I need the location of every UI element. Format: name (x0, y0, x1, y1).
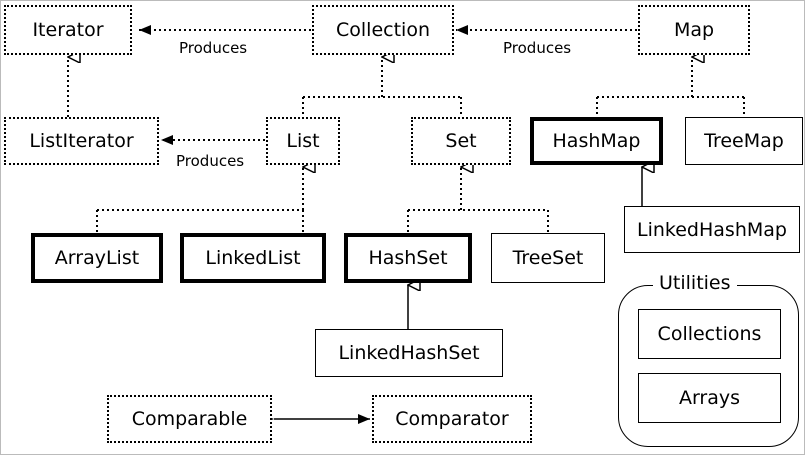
linkedhashmap-node: LinkedHashMap (624, 206, 800, 253)
collection-node: Collection (312, 5, 454, 55)
treemap-node: TreeMap (685, 117, 803, 165)
map-node: Map (638, 5, 750, 55)
set-label: Set (445, 130, 477, 152)
implements-arraylist-linkedlist-list (96, 167, 303, 233)
hashmap-label: HashMap (552, 130, 641, 152)
extends-list-set-collection (302, 57, 462, 117)
list-label: List (286, 130, 320, 152)
hashset-node: HashSet (344, 233, 472, 283)
linkedlist-label: LinkedList (205, 247, 301, 269)
comparator-label: Comparator (395, 408, 509, 430)
treeset-label: TreeSet (512, 247, 584, 269)
iterator-label: Iterator (32, 19, 104, 41)
arraylist-label: ArrayList (54, 247, 140, 269)
iterator-node: Iterator (4, 5, 132, 55)
linkedhashmap-label: LinkedHashMap (637, 218, 787, 241)
comparator-node: Comparator (372, 395, 532, 443)
comparable-node: Comparable (107, 395, 272, 443)
map-label: Map (673, 19, 715, 41)
hashset-label: HashSet (368, 247, 448, 269)
produces-label-iterator: Produces (179, 39, 248, 57)
collections-label: Collections (657, 323, 762, 345)
implements-hashmap-treemap-map (596, 57, 745, 117)
arrays-node: Arrays (638, 373, 781, 423)
linkedhashset-label: LinkedHashSet (338, 342, 480, 364)
linkedlist-node: LinkedList (180, 233, 326, 283)
utilities-title: Utilities (653, 272, 737, 294)
collection-label: Collection (336, 19, 430, 41)
produces-label-listiterator: Produces (176, 152, 245, 170)
arraylist-node: ArrayList (31, 233, 163, 283)
comparable-label: Comparable (131, 408, 248, 430)
listiterator-label: ListIterator (29, 130, 134, 152)
list-node: List (266, 117, 340, 165)
produces-label-collection: Produces (503, 39, 572, 57)
hashmap-node: HashMap (530, 117, 663, 165)
linkedhashset-node: LinkedHashSet (315, 329, 503, 377)
treemap-label: TreeMap (704, 130, 784, 152)
set-node: Set (411, 117, 511, 165)
implements-hashset-treeset-set (407, 167, 549, 233)
arrays-label: Arrays (678, 387, 741, 409)
listiterator-node: ListIterator (4, 117, 159, 165)
treeset-node: TreeSet (491, 233, 605, 283)
collections-node: Collections (638, 309, 781, 359)
